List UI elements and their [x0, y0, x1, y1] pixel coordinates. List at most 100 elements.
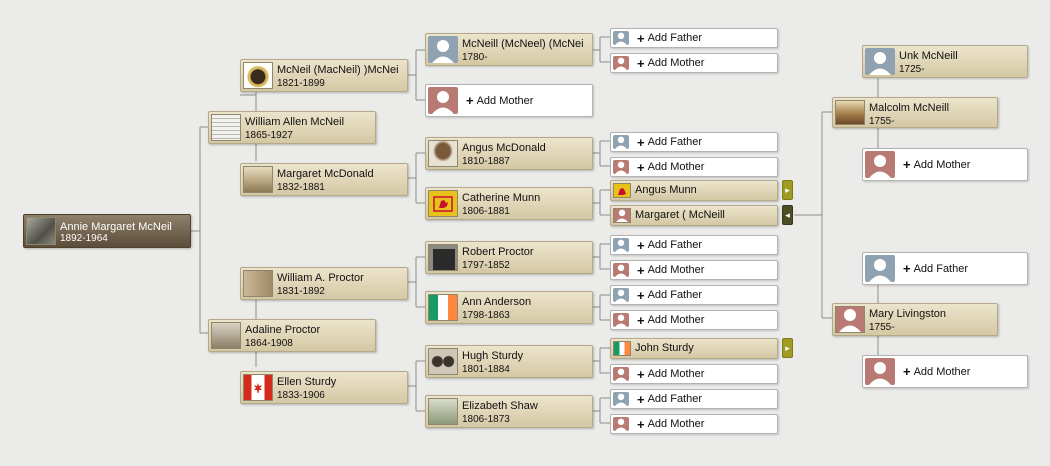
- add-father-button[interactable]: +Add Father: [610, 235, 778, 255]
- expand-arrow-icon[interactable]: ▸: [782, 180, 793, 200]
- person-card-adaline-proctor[interactable]: Adaline Proctor 1864-1908: [208, 319, 376, 352]
- female-silhouette-icon: [613, 417, 629, 431]
- add-father-button[interactable]: +Add Father: [610, 285, 778, 305]
- collapse-arrow-icon[interactable]: ◂: [782, 205, 793, 225]
- plus-icon: +: [637, 312, 645, 328]
- person-card-ellen-sturdy[interactable]: Ellen Sturdy 1833-1906: [240, 371, 408, 404]
- ireland-flag-icon: [613, 341, 631, 356]
- headstone-image: [428, 398, 458, 425]
- person-card-robert-proctor[interactable]: Robert Proctor 1797-1852: [425, 241, 593, 274]
- person-name: Hugh Sturdy: [462, 350, 524, 362]
- plus-icon: +: [637, 287, 645, 303]
- person-name: Malcolm McNeill: [869, 102, 950, 114]
- add-mother-label: +Add Mother: [637, 366, 705, 382]
- plus-icon: +: [637, 366, 645, 382]
- person-photo: [211, 322, 241, 349]
- add-mother-button[interactable]: +Add Mother: [862, 148, 1028, 181]
- add-father-button[interactable]: +Add Father: [610, 389, 778, 409]
- female-silhouette-icon: [613, 208, 631, 223]
- person-card-william-a-proctor[interactable]: William A. Proctor 1831-1892: [240, 267, 408, 300]
- person-card-unk-mcneill[interactable]: Unk McNeill 1725-: [862, 45, 1028, 78]
- female-silhouette-icon: [613, 56, 629, 70]
- person-card-elizabeth-shaw[interactable]: Elizabeth Shaw 1806-1873: [425, 395, 593, 428]
- add-father-label: +Add Father: [637, 391, 703, 407]
- add-father-button[interactable]: +Add Father: [610, 28, 778, 48]
- expand-arrow-icon[interactable]: ▸: [782, 338, 793, 358]
- female-silhouette-icon: [428, 87, 458, 114]
- add-mother-button[interactable]: +Add Mother: [862, 355, 1028, 388]
- person-name: Ellen Sturdy: [277, 376, 337, 388]
- person-dates: 1755-: [869, 322, 895, 333]
- male-silhouette-icon: [865, 255, 895, 282]
- person-dates: 1798-1863: [462, 310, 510, 321]
- add-mother-button[interactable]: +Add Mother: [610, 310, 778, 330]
- document-thumbnail: [428, 244, 458, 271]
- add-mother-button[interactable]: +Add Mother: [610, 53, 778, 73]
- person-card-mcneill-mcneel[interactable]: McNeill (McNeel) (McNei 1780-: [425, 33, 593, 66]
- person-name: McNeil (MacNeil) )McNei: [277, 64, 399, 76]
- person-name: William Allen McNeil: [245, 116, 345, 128]
- portrait-image: [428, 348, 458, 375]
- person-card-angus-munn[interactable]: Angus Munn: [610, 180, 778, 201]
- person-name: Adaline Proctor: [245, 324, 321, 336]
- add-mother-button[interactable]: +Add Mother: [425, 84, 593, 117]
- add-mother-label: +Add Mother: [637, 416, 705, 432]
- male-silhouette-icon: [613, 288, 629, 302]
- add-mother-button[interactable]: +Add Mother: [610, 364, 778, 384]
- person-dates: 1892-1964: [60, 233, 108, 244]
- person-name: Angus Munn: [635, 184, 697, 196]
- add-mother-button[interactable]: +Add Mother: [610, 157, 778, 177]
- person-card-mary-livingston[interactable]: Mary Livingston 1755-: [832, 303, 998, 336]
- person-card-annie-margaret-mcneil[interactable]: Annie Margaret McNeil 1892-1964: [23, 214, 191, 248]
- person-dates: 1831-1892: [277, 286, 325, 297]
- scotland-lion-flag-icon: [428, 190, 458, 217]
- person-card-william-allen-mcneil[interactable]: William Allen McNeil 1865-1927: [208, 111, 376, 144]
- female-silhouette-icon: [835, 306, 865, 333]
- person-name: Catherine Munn: [462, 192, 541, 204]
- person-name: Elizabeth Shaw: [462, 400, 538, 412]
- person-card-margaret-mcdonald[interactable]: Margaret McDonald 1832-1881: [240, 163, 408, 196]
- person-card-catherine-munn[interactable]: Catherine Munn 1806-1881: [425, 187, 593, 220]
- plus-icon: +: [637, 237, 645, 253]
- person-card-hugh-sturdy[interactable]: Hugh Sturdy 1801-1884: [425, 345, 593, 378]
- add-mother-button[interactable]: +Add Mother: [610, 260, 778, 280]
- landscape-image: [835, 100, 865, 125]
- add-father-button[interactable]: +Add Father: [862, 252, 1028, 285]
- person-card-malcolm-mcneill[interactable]: Malcolm McNeill 1755-: [832, 97, 998, 128]
- person-card-john-sturdy[interactable]: John Sturdy: [610, 338, 778, 359]
- person-card-ann-anderson[interactable]: Ann Anderson 1798-1863: [425, 291, 593, 324]
- add-mother-label: +Add Mother: [903, 364, 971, 379]
- add-father-button[interactable]: +Add Father: [610, 132, 778, 152]
- add-father-label: +Add Father: [637, 287, 703, 303]
- person-name: William A. Proctor: [277, 272, 364, 284]
- add-mother-label: +Add Mother: [903, 157, 971, 172]
- person-dates: 1801-1884: [462, 364, 510, 375]
- canada-flag-icon: [243, 374, 273, 401]
- plus-icon: +: [637, 262, 645, 278]
- female-silhouette-icon: [613, 263, 629, 277]
- person-name: Angus McDonald: [462, 142, 546, 154]
- document-thumbnail: [243, 270, 273, 297]
- plus-icon: +: [903, 157, 911, 172]
- male-silhouette-icon: [613, 135, 629, 149]
- person-dates: 1725-: [899, 64, 925, 75]
- add-mother-label: +Add Mother: [637, 312, 705, 328]
- person-dates: 1806-1873: [462, 414, 510, 425]
- plus-icon: +: [466, 93, 474, 108]
- person-card-angus-mcdonald[interactable]: Angus McDonald 1810-1887: [425, 137, 593, 170]
- male-silhouette-icon: [865, 48, 895, 75]
- add-mother-label: +Add Mother: [637, 262, 705, 278]
- add-father-label: +Add Father: [637, 30, 703, 46]
- person-name: Annie Margaret McNeil: [60, 221, 172, 233]
- add-mother-button[interactable]: +Add Mother: [610, 414, 778, 434]
- male-silhouette-icon: [613, 392, 629, 406]
- person-card-margaret-mcneill[interactable]: Margaret ( McNeill: [610, 205, 778, 226]
- plus-icon: +: [637, 391, 645, 407]
- male-silhouette-icon: [428, 36, 458, 63]
- plus-icon: +: [637, 30, 645, 46]
- person-card-mcneil-macneil[interactable]: McNeil (MacNeil) )McNei 1821-1899: [240, 59, 408, 92]
- person-dates: 1832-1881: [277, 182, 325, 193]
- person-name: Robert Proctor: [462, 246, 534, 258]
- person-name: Margaret McDonald: [277, 168, 374, 180]
- person-name: McNeill (McNeel) (McNei: [462, 38, 584, 50]
